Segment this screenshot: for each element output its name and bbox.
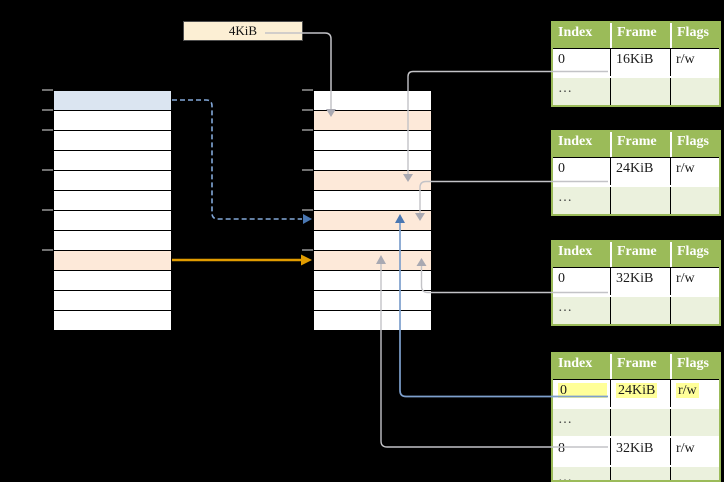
highlight-mark: r/w [676,383,699,398]
table-header-row: Index Frame Flags [553,132,719,158]
frame-table-1: Index Frame Flags 0 16KiB r/w … [551,21,721,107]
cell-flags [670,187,719,214]
page-table-cell-orange [54,250,171,270]
column-header-flags: Flags [670,242,719,267]
table-header-row: Index Frame Flags [553,354,719,380]
column-header-index: Index [558,134,593,149]
cell-flags [670,409,719,436]
column-header-flags: Flags [670,354,719,379]
cell-index: 8 [558,441,565,456]
page-table-cell-white [314,310,431,330]
page-table-cell-white [314,130,431,150]
page-table-cell-orange [314,250,431,270]
cell-frame: 24KiB [610,380,670,407]
highlight-mark: 24KiB [616,383,658,398]
column-header-index: Index [558,356,593,371]
cell-frame [610,78,670,105]
page-table-cell-white [54,210,171,230]
page-table-cell-white [54,110,171,130]
cell-frame [610,409,670,436]
page-table-cell-white [54,230,171,250]
highlight-mark: 0 [558,383,607,398]
page-table-cell-orange [314,170,431,190]
table-header-row: Index Frame Flags [553,23,719,49]
page-table-cell-white [314,230,431,250]
cell-frame: 24KiB [610,158,670,185]
cell-index: … [558,190,572,205]
cell-frame: 32KiB [610,438,670,465]
cell-index: … [558,300,572,315]
arrowhead-right-icon [303,214,312,224]
column-header-flags: Flags [670,132,719,157]
table-row-ellipsis: … [553,407,719,436]
cell-frame: 16KiB [610,49,670,76]
second-level-page-table-column [313,90,432,331]
table-row: 8 32KiB r/w [553,436,719,465]
page-table-cell-white [54,190,171,210]
table-row-ellipsis: … [553,76,719,105]
table-row: 0 24KiB r/w [553,158,719,185]
table-row-ellipsis: … [553,295,719,324]
page-table-cell-blue [54,91,171,110]
cell-flags [670,78,719,105]
connector-orange-lookup-arrow [172,254,312,266]
page-table-cell-white [314,270,431,290]
cell-frame [610,297,670,324]
column-header-index: Index [558,25,593,40]
frame-table-4: Index Frame Flags 0 24KiB r/w … 8 32KiB … [551,352,721,482]
arrowhead-right-icon [301,254,312,266]
cell-index: 0 [558,52,565,67]
page-size-label: 4KiB [183,21,303,41]
cell-index: 0 [558,271,565,286]
cell-flags: r/w [670,158,719,185]
cell-index: 0 [558,161,565,176]
table-row-ellipsis: … [553,465,719,480]
column-header-frame: Frame [610,354,670,379]
first-level-page-table-column [53,90,172,331]
cell-index: 0 [553,380,610,407]
cell-index: … [558,470,572,480]
table-row-highlighted: 0 24KiB r/w [553,380,719,407]
page-table-cell-white [314,150,431,170]
cell-frame: 32KiB [610,268,670,295]
table-row-ellipsis: … [553,185,719,214]
page-table-cell-white [314,190,431,210]
cell-frame [610,187,670,214]
frame-table-3: Index Frame Flags 0 32KiB r/w … [551,240,721,326]
cell-flags: r/w [670,380,719,407]
page-table-cell-white [54,170,171,190]
cell-flags: r/w [670,49,719,76]
table-header-row: Index Frame Flags [553,242,719,268]
page-table-cell-white [54,270,171,290]
column-header-index: Index [558,244,593,259]
column-header-frame: Frame [610,132,670,157]
cell-flags [670,297,719,324]
page-table-cell-orange [314,210,431,230]
cell-index: … [558,81,572,96]
column-header-frame: Frame [610,242,670,267]
cell-frame [610,467,670,480]
page-table-cell-orange [314,110,431,130]
cell-index: … [558,412,572,427]
page-table-cell-white [314,290,431,310]
table-row: 0 16KiB r/w [553,49,719,76]
frame-table-2: Index Frame Flags 0 24KiB r/w … [551,130,721,216]
cell-flags: r/w [670,438,719,465]
page-table-cell-white [54,150,171,170]
page-table-cell-white [54,290,171,310]
column-header-frame: Frame [610,23,670,48]
page-table-cell-white [314,91,431,110]
cell-flags: r/w [670,268,719,295]
cell-flags [670,467,719,480]
table-row: 0 32KiB r/w [553,268,719,295]
page-table-cell-white [54,130,171,150]
connector-dashed-lookup-arrow [172,99,312,224]
column-header-flags: Flags [670,23,719,48]
page-table-cell-white [54,310,171,330]
